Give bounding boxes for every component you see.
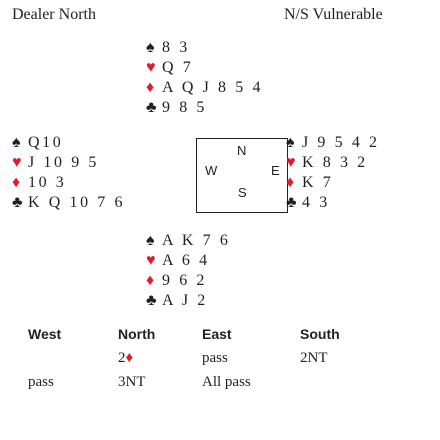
- heart-icon: ♥: [286, 154, 296, 171]
- south-diamonds-row: ♦ 9 6 2: [146, 271, 230, 291]
- diamond-icon: ♦: [12, 174, 21, 191]
- east-hearts: K 8 3 2: [302, 154, 368, 171]
- compass-box: N W E S: [196, 138, 288, 213]
- compass-east: E: [271, 163, 280, 178]
- diamond-icon: ♦: [146, 272, 155, 289]
- north-spades: 8 3: [162, 39, 190, 56]
- heart-icon: ♥: [146, 252, 156, 269]
- club-icon: ♣: [146, 99, 157, 116]
- bid-cell: All pass: [202, 374, 251, 390]
- compass-south: S: [238, 185, 247, 200]
- diamond-icon: ♦: [125, 350, 134, 366]
- north-diamonds: A Q J 8 5 4: [162, 79, 264, 96]
- south-clubs: A J 2: [162, 292, 208, 309]
- west-hand: ♠ Q10 ♥ J 10 9 5 ♦ 10 3 ♣ K Q 10 7 6: [12, 133, 125, 213]
- north-hearts: Q 7: [162, 59, 194, 76]
- south-hand: ♠ A K 7 6 ♥ A 6 4 ♦ 9 6 2 ♣ A J 2: [146, 231, 230, 311]
- west-diamonds-row: ♦ 10 3: [12, 173, 125, 193]
- heart-icon: ♥: [12, 154, 22, 171]
- east-diamonds: K 7: [302, 174, 334, 191]
- diamond-icon: ♦: [286, 174, 295, 191]
- east-clubs: 4 3: [302, 194, 330, 211]
- north-clubs-row: ♣ 9 8 5: [146, 98, 263, 118]
- vulnerability-label: N/S Vulnerable: [284, 6, 383, 23]
- spade-icon: ♠: [146, 39, 155, 56]
- diamond-icon: ♦: [146, 79, 155, 96]
- compass-west: W: [205, 163, 218, 178]
- south-spades-row: ♠ A K 7 6: [146, 231, 230, 251]
- bid-cell: 3NT: [118, 374, 146, 390]
- heart-icon: ♥: [146, 59, 156, 76]
- west-hearts: J 10 9 5: [28, 154, 100, 171]
- south-diamonds: 9 6 2: [162, 272, 207, 289]
- spade-icon: ♠: [12, 134, 21, 151]
- auction-header-east: East: [202, 326, 232, 342]
- east-spades-row: ♠ J 9 5 4 2: [286, 133, 380, 153]
- north-hearts-row: ♥ Q 7: [146, 58, 263, 78]
- compass-north: N: [237, 143, 247, 158]
- west-spades: Q10: [28, 134, 64, 151]
- auction-header-west: West: [28, 326, 62, 342]
- west-hearts-row: ♥ J 10 9 5: [12, 153, 125, 173]
- west-spades-row: ♠ Q10: [12, 133, 125, 153]
- bid-cell: pass: [202, 350, 228, 366]
- club-icon: ♣: [12, 194, 23, 211]
- east-diamonds-row: ♦ K 7: [286, 173, 380, 193]
- east-hand: ♠ J 9 5 4 2 ♥ K 8 3 2 ♦ K 7 ♣ 4 3: [286, 133, 380, 213]
- west-clubs: K Q 10 7 6: [28, 194, 126, 211]
- north-diamonds-row: ♦ A Q J 8 5 4: [146, 78, 263, 98]
- bid-cell: 2NT: [300, 350, 328, 366]
- east-spades: J 9 5 4 2: [302, 134, 380, 151]
- west-clubs-row: ♣ K Q 10 7 6: [12, 193, 125, 213]
- south-hearts-row: ♥ A 6 4: [146, 251, 230, 271]
- north-hand: ♠ 8 3 ♥ Q 7 ♦ A Q J 8 5 4 ♣ 9 8 5: [146, 38, 263, 118]
- spade-icon: ♠: [146, 232, 155, 249]
- east-clubs-row: ♣ 4 3: [286, 193, 380, 213]
- dealer-label: Dealer North: [12, 6, 96, 23]
- auction-header-north: North: [118, 326, 156, 342]
- club-icon: ♣: [146, 292, 157, 309]
- north-spades-row: ♠ 8 3: [146, 38, 263, 58]
- south-clubs-row: ♣ A J 2: [146, 291, 230, 311]
- auction-header-south: South: [300, 326, 340, 342]
- spade-icon: ♠: [286, 134, 295, 151]
- bid-cell: 2♦: [118, 350, 134, 366]
- west-diamonds: 10 3: [28, 174, 67, 191]
- club-icon: ♣: [286, 194, 297, 211]
- north-clubs: 9 8 5: [162, 99, 207, 116]
- bid-cell: pass: [28, 374, 54, 390]
- east-hearts-row: ♥ K 8 3 2: [286, 153, 380, 173]
- south-spades: A K 7 6: [162, 232, 231, 249]
- south-hearts: A 6 4: [162, 252, 210, 269]
